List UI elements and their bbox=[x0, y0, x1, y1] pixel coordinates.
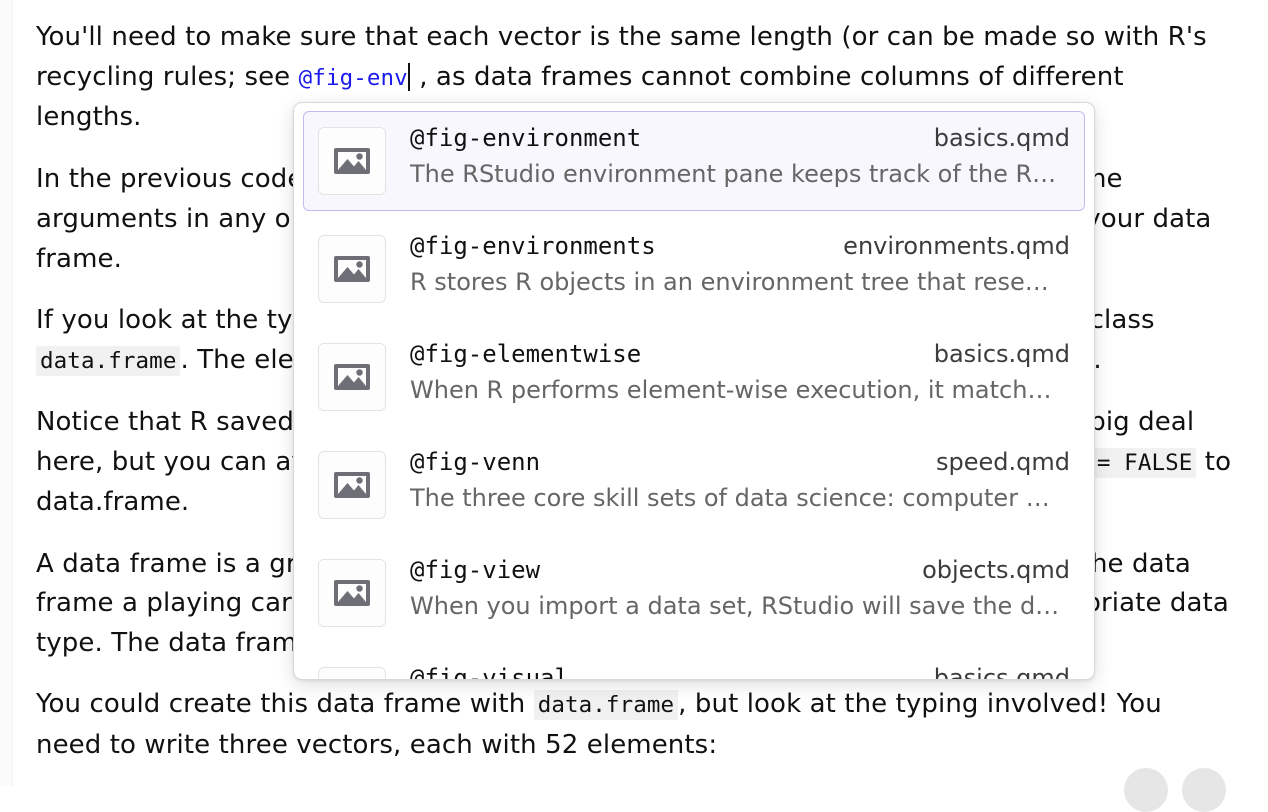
cross-reference-description: The three core skill sets of data scienc… bbox=[410, 484, 1050, 512]
cross-reference-id: @fig-venn bbox=[410, 448, 541, 476]
paragraph-text: , but look at the typing involved! You n… bbox=[36, 689, 1162, 760]
cross-reference-item-header: @fig-environment basics.qmd bbox=[410, 124, 1070, 152]
text-cursor bbox=[407, 62, 410, 91]
paragraph-text: You could create this data frame with bbox=[36, 689, 534, 719]
cross-reference-item-header: @fig-visual basics.qmd bbox=[410, 664, 1070, 679]
cross-reference-item-header: @fig-environments environments.qmd bbox=[410, 232, 1070, 260]
cross-reference-description: The RStudio environment pane keeps track… bbox=[410, 160, 1057, 188]
image-placeholder-icon bbox=[318, 451, 386, 519]
paragraph: You'll need to make sure that each vecto… bbox=[36, 18, 1234, 138]
cross-reference-id: @fig-elementwise bbox=[410, 340, 642, 368]
cross-reference-id: @fig-visual bbox=[410, 664, 569, 679]
cross-reference-id: @fig-view bbox=[410, 556, 541, 584]
inline-code: data.frame bbox=[533, 690, 679, 720]
image-placeholder-icon bbox=[318, 559, 386, 627]
cross-reference-source-file: basics.qmd bbox=[933, 124, 1070, 152]
cross-reference-item-header: @fig-view objects.qmd bbox=[410, 556, 1070, 584]
image-placeholder-icon bbox=[318, 343, 386, 411]
cross-reference-item[interactable]: @fig-environments environments.qmd R store… bbox=[303, 219, 1085, 319]
cross-reference-source-file: basics.qmd bbox=[933, 664, 1070, 679]
paragraph-text: , as data frames cannot combine columns … bbox=[36, 61, 1124, 133]
image-placeholder-icon bbox=[318, 235, 386, 303]
paragraph-text: You'll need to make sure that each vecto… bbox=[36, 22, 1207, 92]
image-placeholder-icon bbox=[318, 127, 386, 195]
cross-reference-item-header: @fig-venn speed.qmd bbox=[410, 448, 1070, 476]
cross-reference-description: When you import a data set, RStudio will… bbox=[410, 592, 1060, 620]
cross-reference-token[interactable]: @fig-env bbox=[298, 64, 408, 91]
cross-reference-item-text: @fig-visual basics.qmd bbox=[410, 662, 1070, 679]
cross-reference-description: R stores R objects in an environment tre… bbox=[410, 268, 1049, 296]
cross-reference-description: When R performs element-wise execution, … bbox=[410, 376, 1052, 404]
cross-reference-item-text: @fig-environments environments.qmd R store… bbox=[410, 230, 1070, 296]
paragraph: You could create this data frame with da… bbox=[36, 685, 1234, 765]
cross-reference-item-header: @fig-elementwise basics.qmd bbox=[410, 340, 1070, 368]
cross-reference-id: @fig-environment bbox=[410, 124, 642, 152]
cross-reference-source-file: basics.qmd bbox=[933, 340, 1070, 368]
paragraph-text: to data.frame. bbox=[36, 446, 1232, 518]
cross-reference-source-file: environments.qmd bbox=[843, 232, 1070, 260]
cross-reference-source-file: objects.qmd bbox=[922, 556, 1070, 584]
cross-reference-source-file: speed.qmd bbox=[936, 448, 1070, 476]
previous-chapter-button[interactable] bbox=[1124, 768, 1168, 812]
next-chapter-button[interactable] bbox=[1182, 768, 1226, 812]
cross-reference-id: @fig-environments bbox=[410, 232, 656, 260]
editor-gutter bbox=[0, 0, 13, 786]
inline-code: data.frame bbox=[36, 345, 181, 376]
cross-reference-item[interactable]: @fig-visual basics.qmd bbox=[303, 651, 1085, 679]
image-placeholder-icon bbox=[318, 667, 386, 679]
